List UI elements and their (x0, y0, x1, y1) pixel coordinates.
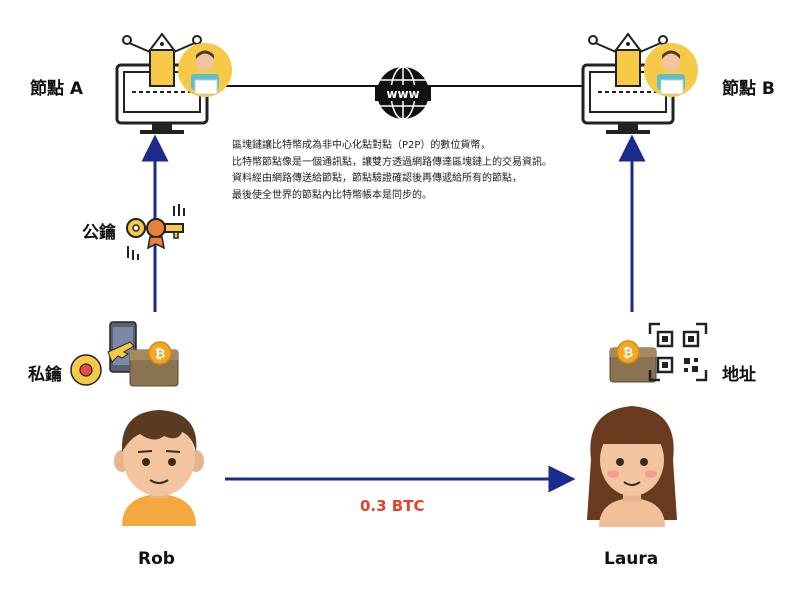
node-a-label: 節點 A (30, 79, 84, 99)
transaction-amount: 0.3 BTC (360, 497, 425, 515)
private-key-wallet-icon: ₿ (70, 321, 179, 387)
node-b-avatar-icon (644, 43, 698, 97)
bitcoin-symbol: ₿ (623, 346, 634, 361)
www-text: www (386, 87, 419, 101)
description-line: 最後使全世界的節點內比特幣帳本是同步的。 (232, 189, 432, 201)
address-wallet-icon: ₿ (609, 340, 657, 383)
public-key-icon (126, 204, 185, 260)
receiver-name: Laura (604, 549, 659, 569)
private-key-label: 私鑰 (28, 365, 62, 385)
qr-code-icon (648, 322, 708, 382)
laura-avatar-icon (587, 406, 677, 527)
description-line: 區塊鏈讓比特幣成為非中心化點對點（P2P）的數位貨幣， (232, 140, 491, 151)
description-line: 資料經由網路傳送給節點，節點驗證確認後再傳遞給所有的節點， (232, 173, 522, 184)
address-label: 地址 (722, 365, 756, 385)
globe-icon: www (375, 66, 431, 120)
bitcoin-symbol: ₿ (155, 347, 166, 362)
node-b-label: 節點 B (722, 79, 775, 99)
sender-name: Rob (138, 549, 175, 569)
description-line: 比特幣節點像是一個通訊點，讓雙方透過網路傳達區塊鏈上的交易資訊。 (232, 156, 552, 168)
description-text: 區塊鏈讓比特幣成為非中心化點對點（P2P）的數位貨幣， 比特幣節點像是一個通訊點… (232, 138, 592, 204)
public-key-label: 公鑰 (82, 223, 116, 243)
rob-avatar-icon (114, 410, 204, 526)
node-a-avatar-icon (178, 43, 232, 97)
node-a-computer-icon (115, 32, 209, 134)
